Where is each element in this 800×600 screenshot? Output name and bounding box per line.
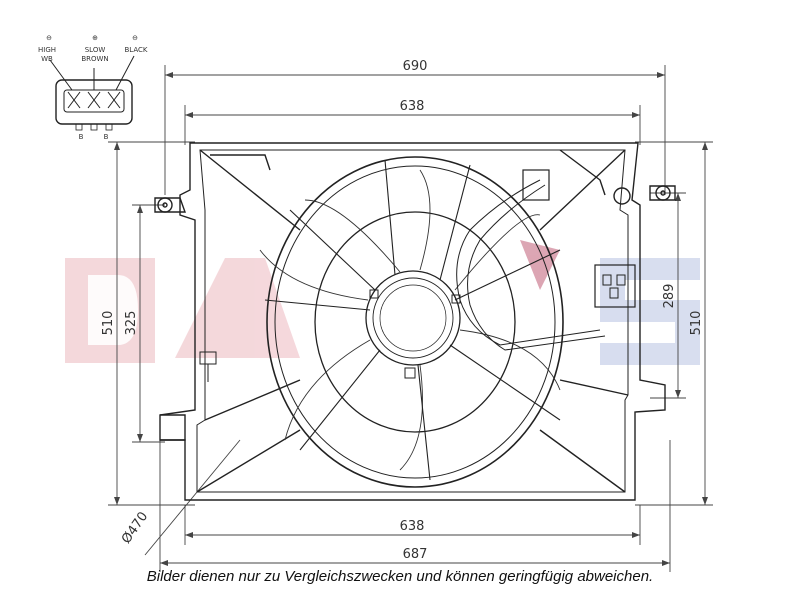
dimension-arrows	[114, 72, 708, 566]
fan-shroud-frame	[154, 142, 676, 501]
connector-pin-2-label: SLOW	[85, 46, 106, 54]
connector-pin-code-2: B	[104, 133, 109, 141]
fan-ring	[266, 156, 564, 488]
dim-height-left-inner: 325	[124, 311, 139, 336]
connector-pin-2-sublabel: BROWN	[81, 55, 108, 63]
connector-pin-code-1: B	[79, 133, 84, 141]
dim-fan-diameter: Ø470	[119, 509, 151, 546]
connector-labels: ⊖ ⊕ ⊖ HIGH WB SLOW BROWN BLACK B B	[38, 34, 148, 141]
connector-pin-3-symbol: ⊖	[132, 34, 138, 42]
wiring-harness	[199, 169, 636, 382]
connector-pin-1-symbol: ⊖	[46, 34, 52, 42]
dimension-lines	[108, 65, 713, 572]
dim-height-right-inner: 289	[662, 284, 677, 309]
disclaimer-caption: Bilder dienen nur zu Vergleichszwecken u…	[146, 568, 654, 585]
connector-pin-1-sublabel: WB	[41, 55, 53, 63]
connector-pin-2-symbol: ⊕	[92, 34, 98, 42]
dim-overall-width-top: 690	[403, 59, 428, 74]
dim-height-right-outer: 510	[689, 311, 704, 336]
dim-height-left-outer: 510	[101, 311, 116, 336]
dim-overall-width-bottom: 687	[403, 547, 428, 562]
connector-pin-3-label: BLACK	[124, 46, 147, 54]
dim-frame-width-top: 638	[400, 99, 425, 114]
brand-watermark	[65, 240, 700, 365]
connector-diagram	[49, 55, 135, 131]
connector-pin-1-label: HIGH	[38, 46, 56, 54]
dim-frame-width-bottom: 638	[400, 519, 425, 534]
motor-struts	[264, 159, 561, 481]
